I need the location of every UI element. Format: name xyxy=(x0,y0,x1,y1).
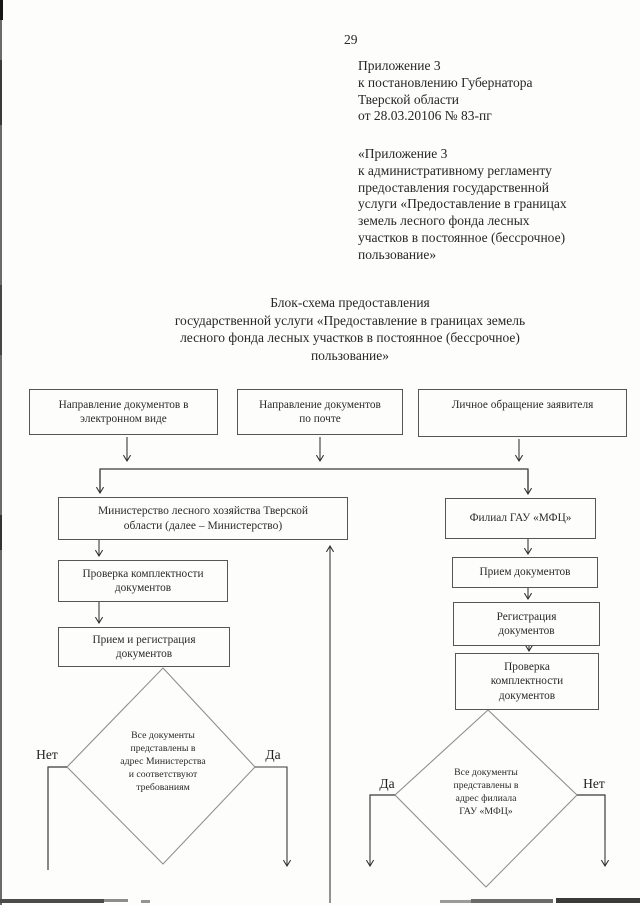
entry-box-line: по почте xyxy=(299,413,341,425)
decision-line: представлены в xyxy=(130,743,196,754)
scan-left-edge-dark-low xyxy=(0,515,2,550)
mfc-register-box: Регистрация документов xyxy=(453,602,600,646)
decision-line: представлены в xyxy=(453,780,519,791)
scan-bottom-segment xyxy=(471,899,553,903)
appendix-ref-line: Тверской области xyxy=(358,91,459,107)
appendix-reference-block: Приложение 3 к постановлению Губернатора… xyxy=(358,58,532,125)
appendix-quote-line: земель лесного фонда лесных xyxy=(358,213,530,229)
mfc-register-line: документов xyxy=(498,625,555,637)
appendix-ref-line: к постановлению Губернатора xyxy=(358,74,533,90)
ministry-check-line: документов xyxy=(114,582,172,594)
ministry-yes-label: Да xyxy=(265,747,281,762)
document-title: Блок-схема предоставления государственно… xyxy=(90,294,610,364)
ministry-box-line: Министерство лесного хозяйства Тверской xyxy=(97,505,309,517)
ministry-no-line xyxy=(47,766,67,870)
mfc-yes-line xyxy=(369,794,395,840)
scan-left-edge xyxy=(0,0,2,905)
decision-line: ГАУ «МФЦ» xyxy=(459,806,513,817)
mfc-check-line: Проверка xyxy=(504,660,550,673)
ministry-check-box: Проверка комплектности документов xyxy=(58,560,228,602)
collector-line xyxy=(99,468,529,493)
scan-left-edge-dark-top xyxy=(0,0,3,20)
entry-box-line: электронном виде xyxy=(80,413,167,425)
collector xyxy=(95,468,533,496)
entry-box-personal: Личное обращение заявителя xyxy=(418,389,627,437)
ministry-decision-diamond xyxy=(66,667,256,865)
mfc-no-line xyxy=(577,794,606,840)
appendix-quote-line: к административному регламенту xyxy=(358,162,552,178)
mfc-branch-arrows xyxy=(523,539,534,653)
appendix-quote-line: пользование» xyxy=(358,246,437,262)
scan-left-edge-dark-mid xyxy=(0,60,2,125)
entry-arrows xyxy=(122,437,524,463)
mfc-no-label: Нет xyxy=(583,776,605,791)
title-line: лесного фонда лесных участков в постоянн… xyxy=(180,330,520,346)
ministry-decision-text: Все документы представлены в адрес Минис… xyxy=(83,729,243,794)
mfc-box: Филиал ГАУ «МФЦ» xyxy=(445,498,596,539)
ministry-receive-box: Прием и регистрация документов xyxy=(58,627,230,667)
mfc-check-line: документов xyxy=(498,689,556,702)
mfc-receive-box: Прием документов xyxy=(452,557,598,588)
entry-box-mail: Направление документов по почте xyxy=(237,389,403,435)
appendix-ref-line: Приложение 3 xyxy=(358,58,441,73)
decision-line: требованиям xyxy=(136,782,190,793)
mfc-check-line: комплектности xyxy=(490,675,564,688)
ministry-receive-line: Прием и регистрация xyxy=(92,633,196,646)
entry-box-line: Направление документов xyxy=(259,398,381,411)
title-line: государственной услуги «Предоставление в… xyxy=(174,312,526,328)
title-line: пользование» xyxy=(310,347,390,363)
ministry-box-line: области (далее – Министерство) xyxy=(123,519,283,532)
decision-line: адрес филиала xyxy=(455,793,517,804)
appendix-ref-line: от 28.03.20106 № 83-пг xyxy=(358,108,492,124)
appendix-quote-line: предоставления государственной xyxy=(358,179,549,195)
scan-bottom-segment xyxy=(440,900,471,903)
mfc-box-line: Филиал ГАУ «МФЦ» xyxy=(469,512,572,525)
scan-left-edge-dark-mid2 xyxy=(0,285,2,355)
mfc-register-line: Регистрация xyxy=(496,610,557,623)
ministry-receive-line: документов xyxy=(115,648,173,660)
appendix-quote-block: «Приложение 3 к административному реглам… xyxy=(358,146,567,264)
appendix-quote-line: услуги «Предоставление в границах xyxy=(358,196,567,212)
decision-line: и соответствуют xyxy=(128,769,198,780)
ministry-check-line: Проверка комплектности xyxy=(82,567,204,580)
title-line: Блок-схема предоставления xyxy=(270,295,430,310)
scan-bottom-segment xyxy=(141,900,150,903)
entry-box-line: Направление документов в xyxy=(58,398,189,411)
ministry-box: Министерство лесного хозяйства Тверской … xyxy=(58,497,348,540)
page-number: 29 xyxy=(344,32,358,47)
mfc-yes-label: Да xyxy=(379,776,395,791)
appendix-quote-line: участков в постоянное (бессрочное) xyxy=(358,229,566,245)
mfc-check-box: Проверка комплектности документов xyxy=(455,653,599,710)
ministry-yes-line xyxy=(255,766,288,840)
mfc-decision-diamond xyxy=(394,709,578,888)
scan-bottom-segment xyxy=(0,899,104,903)
mfc-receive-line: Прием документов xyxy=(479,566,571,579)
decision-line: Все документы xyxy=(454,767,518,778)
ministry-no-label: Нет xyxy=(36,747,58,762)
entry-box-electronic: Направление документов в электронном вид… xyxy=(29,389,218,435)
mfc-decision-text: Все документы представлены в адрес филиа… xyxy=(416,766,556,818)
appendix-quote-line: «Приложение 3 xyxy=(358,146,448,161)
decision-line: Все документы xyxy=(131,730,195,741)
scan-bottom-segment xyxy=(556,898,640,903)
scan-bottom-segment xyxy=(104,899,128,902)
entry-box-line: Личное обращение заявителя xyxy=(451,399,594,411)
decision-line: адрес Министерства xyxy=(120,756,206,767)
